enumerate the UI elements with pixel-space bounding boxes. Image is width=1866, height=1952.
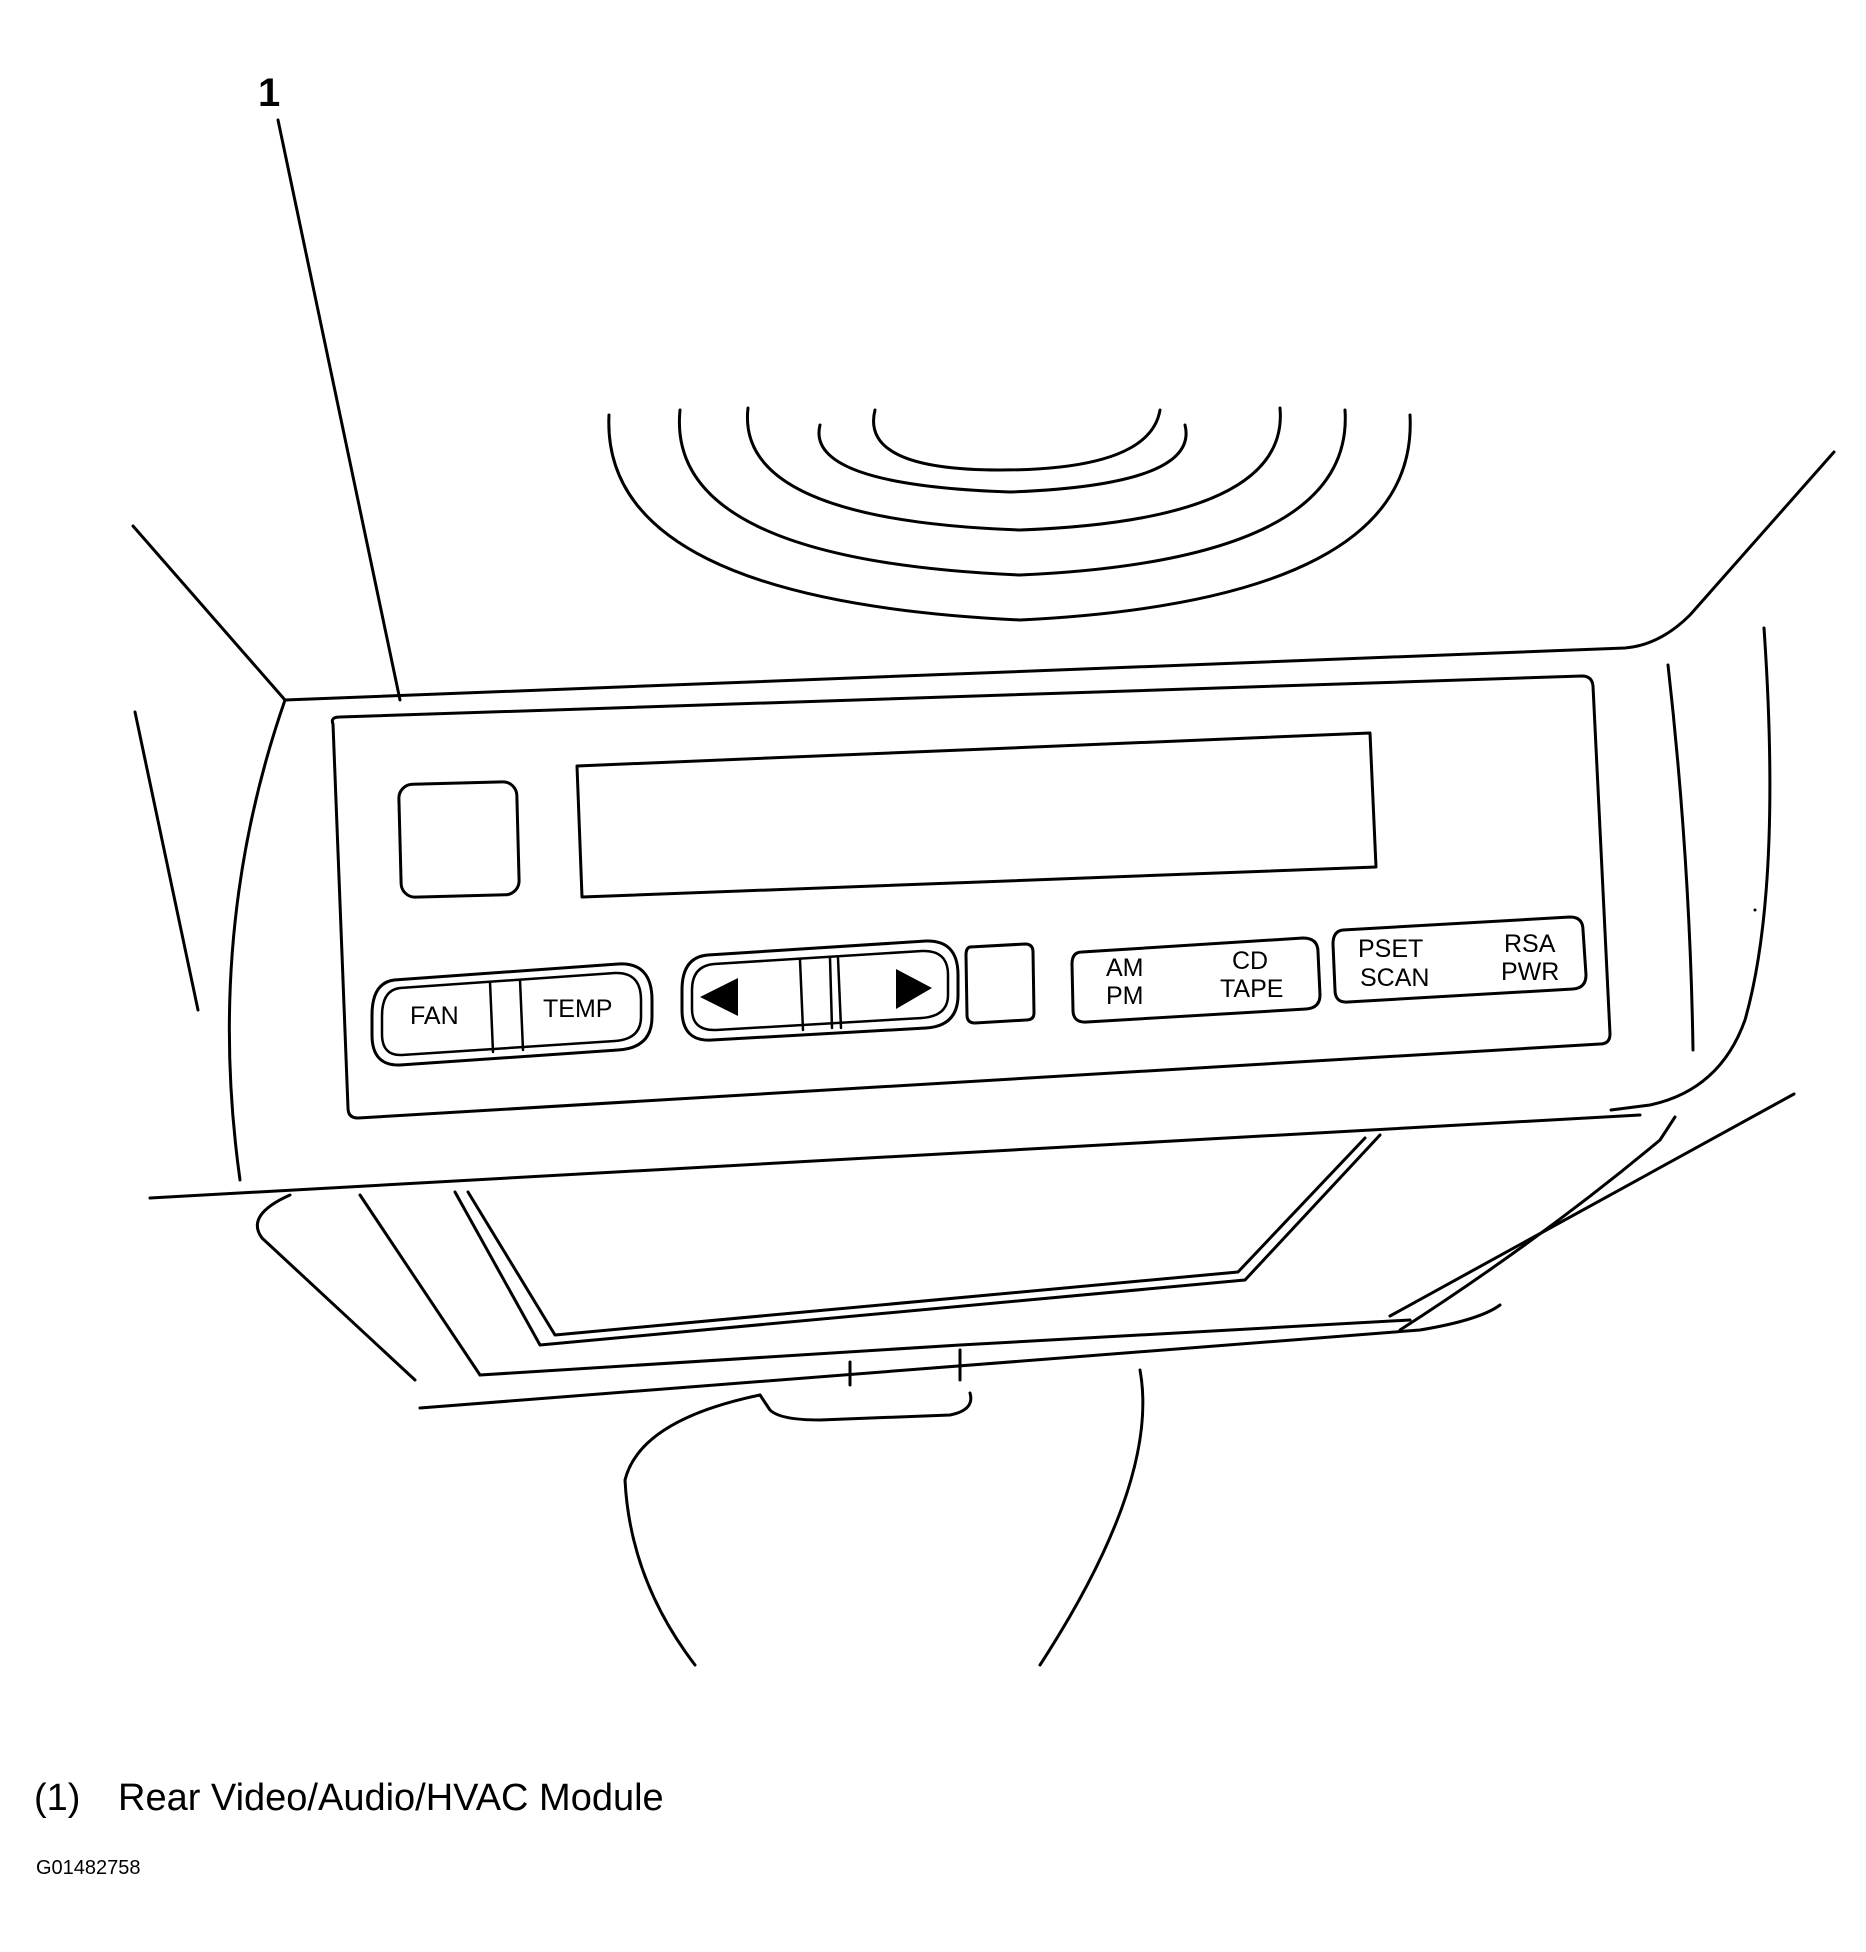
pset-scan-rsa-pwr-buttons: PSET SCAN RSA PWR	[1331, 915, 1588, 1004]
console-housing	[131, 450, 1836, 1332]
am-pm-cd-tape-buttons: AM PM CD TAPE	[1070, 936, 1322, 1024]
callout-1: 1	[258, 71, 402, 702]
am-button[interactable]: AM	[1106, 954, 1144, 982]
left-arrow-icon[interactable]	[700, 978, 738, 1016]
legend-number: (1)	[34, 1777, 81, 1819]
blank-button	[964, 942, 1036, 1025]
display-window	[575, 731, 1378, 899]
pset-button[interactable]: PSET	[1358, 935, 1423, 963]
tape-button[interactable]: TAPE	[1220, 975, 1283, 1003]
video-screen-housing	[256, 1133, 1502, 1667]
square-button	[397, 780, 521, 899]
callout-number: 1	[258, 71, 280, 115]
temp-button[interactable]: TEMP	[543, 995, 612, 1023]
rsa-button[interactable]: RSA	[1504, 930, 1556, 958]
pm-button[interactable]: PM	[1106, 982, 1144, 1010]
seek-arrow-rocker	[680, 939, 960, 1042]
callout-leader-line	[276, 118, 402, 702]
legend: (1) Rear Video/Audio/HVAC Module	[34, 1777, 664, 1820]
scan-button[interactable]: SCAN	[1360, 964, 1429, 992]
right-arrow-icon[interactable]	[896, 969, 932, 1009]
fan-button[interactable]: FAN	[410, 1002, 459, 1030]
legend-label: Rear Video/Audio/HVAC Module	[118, 1777, 664, 1819]
pwr-button[interactable]: PWR	[1501, 958, 1559, 986]
cd-button[interactable]: CD	[1232, 947, 1268, 975]
figure-id: G01482758	[36, 1857, 141, 1879]
fan-temp-rocker: FAN TEMP	[370, 962, 654, 1067]
rear-video-audio-hvac-module	[330, 674, 1612, 1120]
ceiling-speaker-rings	[607, 406, 1412, 622]
